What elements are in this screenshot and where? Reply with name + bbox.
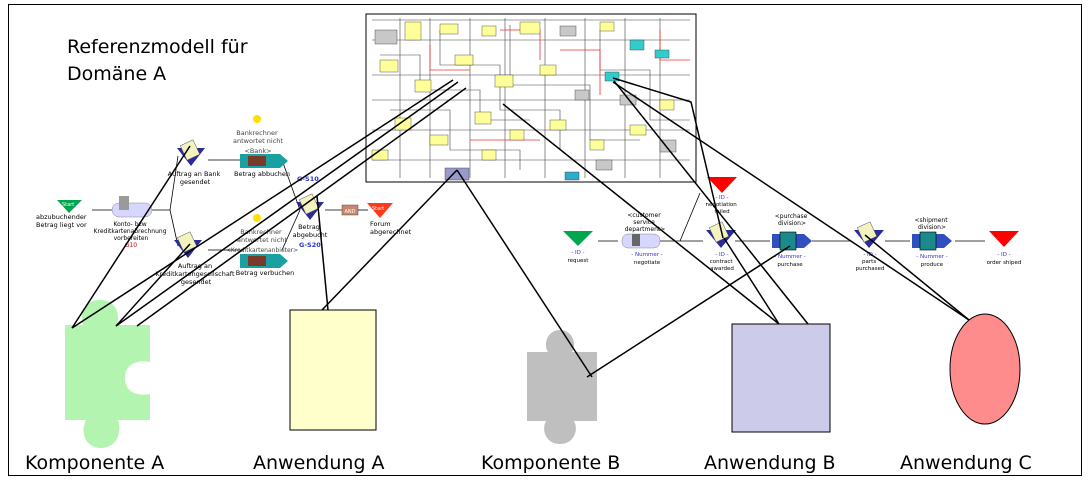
negotiate-num: - Nummer -	[631, 252, 662, 258]
produce-num: - Nummer -	[916, 254, 947, 260]
contract-label: contract awarded	[710, 259, 735, 272]
info-bank-text: Bankrechner antwortet nicht	[233, 129, 283, 145]
end-event-shape	[367, 203, 393, 218]
role-bank-text: <Bank>	[244, 147, 271, 155]
komponente-a-puzzle-piece	[65, 300, 150, 448]
code-s10: G-S10	[297, 175, 319, 183]
parts-id: - ID -	[863, 252, 876, 258]
anwendung-a-document	[289, 309, 377, 431]
mapping-lines	[71, 77, 970, 378]
start-event-text-1: abzubuchender	[36, 213, 87, 221]
parts-purchased-icon	[854, 221, 884, 248]
start-event-text: abzubuchender Betrag liegt vor	[36, 213, 89, 229]
order-shiped-shape	[989, 231, 1019, 247]
anwendung-c-oval	[949, 313, 1021, 425]
event-bank-gesendet-text: Auftrag an Bank gesendet	[168, 170, 223, 186]
info-bulb-icon-1	[253, 115, 261, 123]
request-id: - ID -	[571, 250, 584, 256]
and-connector-label: AND	[344, 209, 355, 215]
anwendung-b-document	[731, 323, 831, 433]
produce-icon	[919, 231, 937, 251]
info-kredit-text: Bankrechner antwortet nicht	[237, 228, 287, 244]
and-connector-shape	[341, 204, 359, 216]
purchase-role: <purchase division>	[775, 213, 810, 227]
contract-id: - ID -	[715, 252, 728, 258]
event-abgebucht-text: Betrag abgebucht	[293, 223, 328, 239]
start-event-label: Start	[62, 202, 74, 208]
negotiation-failed-shape	[707, 177, 737, 193]
csd-role: <customer service department>	[625, 212, 666, 233]
function-verbuchen-text: Betrag verbuchen	[236, 269, 294, 277]
system-icon	[119, 196, 129, 210]
request-label: request	[568, 258, 590, 264]
komponente-b-puzzle-piece	[527, 330, 597, 444]
info-bulb-icon-2	[253, 214, 261, 222]
reference-model-title: Referenzmodell für Domäne A	[67, 34, 248, 88]
order-id: - ID -	[997, 252, 1010, 258]
event-abgebucht-icon	[296, 193, 324, 220]
purchase-icon	[779, 231, 797, 251]
event-bank-gesendet-icon	[177, 139, 205, 166]
caption-anwendung-b: Anwendung B	[704, 452, 836, 474]
caption-anwendung-a: Anwendung A	[253, 452, 385, 474]
caption-komponente-b: Komponente B	[481, 452, 621, 474]
negotiate-function-shape	[621, 233, 661, 249]
function-code-g10: G10	[125, 242, 137, 249]
code-s20: G-S20	[299, 241, 321, 249]
end-event-text: Forum abgerechnet	[370, 220, 412, 236]
start-event-text-2: Betrag liegt vor	[36, 221, 87, 229]
failed-id: - ID -	[715, 195, 728, 201]
caption-komponente-a: Komponente A	[25, 452, 165, 474]
failed-label: negotiation failed	[705, 202, 738, 215]
start-event-shape	[57, 200, 82, 213]
negotiate-label: negotiate	[634, 260, 661, 266]
role-kredit-text: <Kreditkartenanbieter>	[226, 247, 298, 254]
title-line-1: Referenzmodell für	[67, 36, 248, 58]
event-kredit-gesendet-text: Auftrag an Kreditkartengesellschaft gese…	[155, 262, 236, 286]
event-kredit-gesendet-icon	[174, 231, 202, 258]
purchase-label: purchase	[777, 262, 803, 268]
order-label: order shiped	[987, 260, 1022, 266]
title-line-2: Domäne A	[67, 63, 167, 85]
end-event-label: Start	[372, 206, 384, 212]
purchase-num: - Nummer -	[774, 254, 805, 260]
function-kontoabrechnung-text: Konto- bzw Kreditkartenabrechnung vorber…	[94, 221, 169, 242]
handshake-icon-1	[248, 156, 266, 166]
contract-awarded-icon	[706, 221, 736, 248]
process-banking: Start abzubuchender Betrag liegt vor Kon…	[36, 115, 412, 286]
caption-anwendung-c: Anwendung C	[900, 452, 1032, 474]
diagram-frame	[8, 4, 1082, 476]
process-purchase: - ID - request <customer service departm…	[563, 177, 1021, 272]
reference-model-overview	[365, 13, 697, 183]
produce-label: produce	[921, 262, 944, 268]
handshake-icon-2	[248, 256, 266, 266]
person-icon	[632, 234, 640, 246]
parts-label: parts purchased	[856, 259, 885, 272]
request-event-shape	[563, 231, 593, 246]
shipment-role: <shipment division>	[914, 217, 949, 231]
function-abbuchen-text: Betrag abbuchen	[234, 170, 290, 178]
